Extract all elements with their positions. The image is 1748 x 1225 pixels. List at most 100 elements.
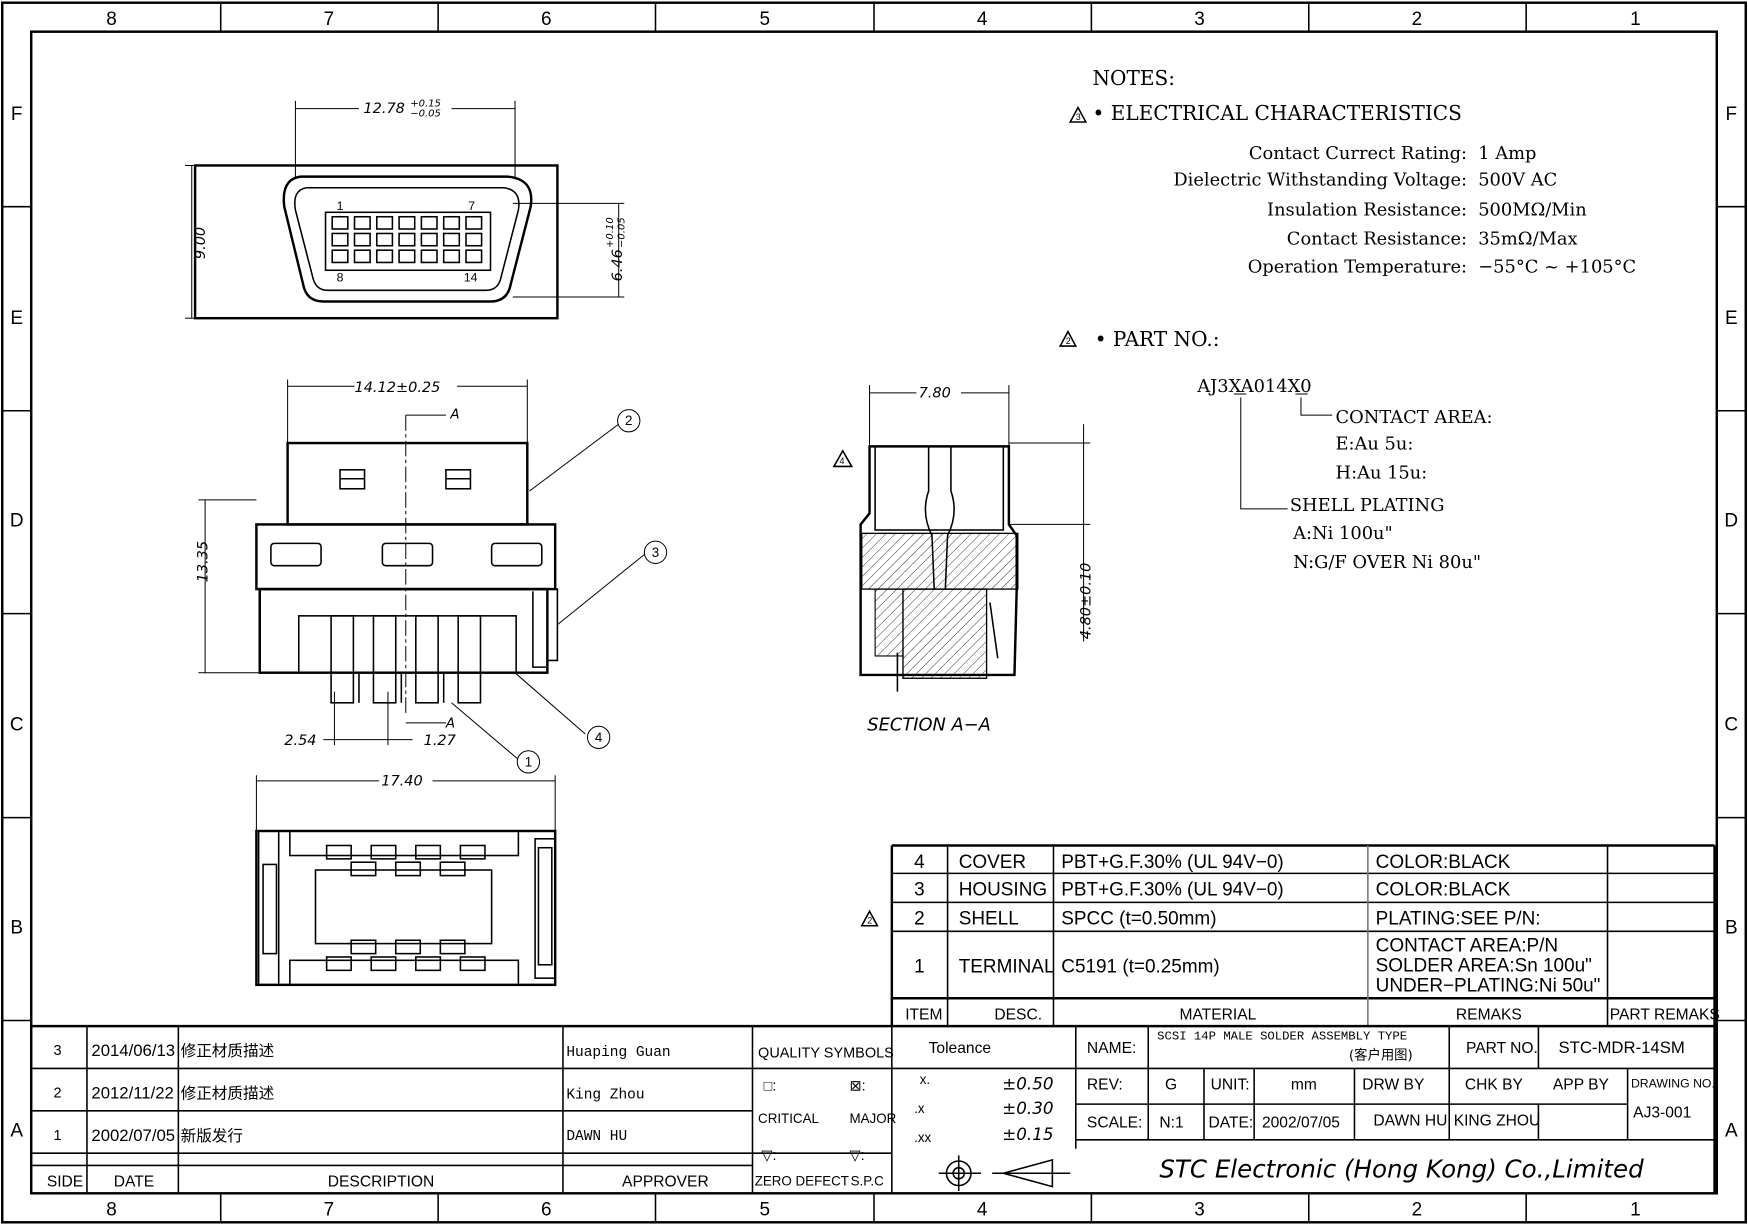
bom-remarks: UNDER−PLATING:Ni 50u" bbox=[1376, 976, 1601, 997]
pin-cell bbox=[442, 249, 461, 264]
dim-front-inner-height: 6.46 bbox=[610, 249, 626, 281]
zone-col-label: 7 bbox=[324, 1200, 335, 1221]
spec-label: Contact Currect Rating: bbox=[1249, 143, 1467, 164]
shell-plating-line: N:G/F OVER Ni 80u" bbox=[1293, 552, 1481, 573]
spec-label: Dielectric Withstanding Voltage: bbox=[1173, 170, 1467, 191]
bom-material: C5191 (t=0.25mm) bbox=[1061, 957, 1219, 978]
contact-area-line: CONTACT AREA: bbox=[1336, 407, 1493, 428]
date-value: 2002/07/05 bbox=[1262, 1115, 1340, 1132]
terminal-slot bbox=[350, 939, 377, 955]
zone-col-label: 4 bbox=[977, 9, 988, 30]
bom-header: REMAKS bbox=[1456, 1006, 1522, 1023]
rev-date: 2014/06/13 bbox=[91, 1041, 175, 1060]
app-by-label: APP BY bbox=[1553, 1077, 1610, 1094]
date-label: DATE: bbox=[1208, 1115, 1253, 1132]
quality-spc: S.P.C bbox=[851, 1174, 885, 1189]
revision-mark: 4 bbox=[839, 456, 844, 466]
bom-item: 1 bbox=[914, 957, 925, 978]
zone-row-label: A bbox=[10, 1120, 23, 1141]
terminal-slot bbox=[370, 956, 397, 972]
title-block: 3 2 1 2014/06/13 2012/11/22 2002/07/05 修… bbox=[31, 845, 1716, 1194]
bom-material: PBT+G.F.30% (UL 94V−0) bbox=[1061, 852, 1283, 873]
unit-value: mm bbox=[1291, 1077, 1317, 1094]
zone-col-label: 6 bbox=[541, 9, 552, 30]
chk-by: KING ZHOU bbox=[1454, 1112, 1541, 1129]
drw-by: DAWN HU bbox=[1373, 1112, 1447, 1129]
dim-pitch-b: 1.27 bbox=[424, 733, 457, 749]
zone-row-label: F bbox=[1725, 104, 1737, 125]
drawing-no-label: DRAWING NO. bbox=[1631, 1076, 1715, 1090]
pin-label: 14 bbox=[464, 270, 478, 284]
dim-tol: −0.05 bbox=[616, 217, 627, 248]
pin-cell bbox=[398, 232, 416, 247]
contact-area-line: H:Au 15u: bbox=[1336, 463, 1428, 484]
rev-side: 3 bbox=[54, 1043, 62, 1059]
zone-col-label: 7 bbox=[324, 9, 335, 30]
terminal-slot bbox=[370, 844, 397, 860]
pin-cell bbox=[442, 215, 461, 230]
zone-col-label: 8 bbox=[106, 9, 117, 30]
section-marker: A bbox=[445, 716, 455, 731]
pin-grid bbox=[331, 215, 483, 264]
revision-mark: 2 bbox=[867, 916, 872, 926]
terminal-slot bbox=[459, 844, 486, 860]
pin-cell bbox=[331, 249, 349, 264]
part-heading: • PART NO.: bbox=[1095, 327, 1220, 351]
rev-date: 2012/11/22 bbox=[91, 1084, 173, 1103]
terminal-slot bbox=[350, 861, 377, 877]
rev-value: G bbox=[1165, 1077, 1177, 1094]
rev-header: APPROVER bbox=[622, 1174, 709, 1191]
spec-value: 1 Amp bbox=[1478, 143, 1536, 164]
electrical-heading: • ELECTRICAL CHARACTERISTICS bbox=[1093, 101, 1462, 125]
quality-symbol: ▽: bbox=[849, 1148, 864, 1164]
tolerance-label: x. bbox=[920, 1072, 930, 1087]
scale-value: N:1 bbox=[1159, 1115, 1183, 1132]
quality-title: QUALITY SYMBOLS bbox=[758, 1045, 894, 1061]
company-name: STC Electronic (Hong Kong) Co.,Limited bbox=[1159, 1155, 1644, 1184]
unit-label: UNIT: bbox=[1211, 1077, 1250, 1094]
bom-material: SPCC (t=0.50mm) bbox=[1061, 909, 1216, 930]
dim-tol: +0.10 bbox=[605, 217, 616, 248]
part-no-label: PART NO. bbox=[1466, 1040, 1538, 1057]
balloon-3: 3 bbox=[652, 545, 659, 560]
rev-description: 修正材质描述 bbox=[181, 1085, 275, 1103]
bom-remarks: COLOR:BLACK bbox=[1376, 880, 1511, 901]
pin-cell bbox=[398, 249, 416, 264]
bom-remarks: COLOR:BLACK bbox=[1376, 852, 1511, 873]
balloon-2: 2 bbox=[625, 413, 632, 428]
dim-tol: +0.15 bbox=[410, 98, 441, 109]
chk-by-label: CHK BY bbox=[1465, 1077, 1524, 1094]
terminal-slot bbox=[415, 956, 442, 972]
bom-desc: TERMINAL bbox=[959, 957, 1055, 978]
zone-col-label: 8 bbox=[106, 1200, 117, 1221]
bom-material: PBT+G.F.30% (UL 94V−0) bbox=[1061, 880, 1283, 901]
rev-date: 2002/07/05 bbox=[91, 1126, 175, 1145]
name-label: NAME: bbox=[1087, 1040, 1136, 1057]
zone-col-label: 5 bbox=[759, 9, 770, 30]
dim-front-width: 12.78 bbox=[363, 101, 404, 117]
notes-title: NOTES: bbox=[1093, 66, 1175, 90]
pin-cell bbox=[331, 215, 349, 230]
bom-header: ITEM bbox=[905, 1006, 942, 1023]
zone-row-label: A bbox=[1725, 1120, 1738, 1141]
tolerance-title: Toleance bbox=[929, 1040, 991, 1057]
bom-item: 4 bbox=[914, 852, 925, 873]
dim-bottom-width: 17.40 bbox=[381, 773, 422, 789]
pin-label: 7 bbox=[468, 199, 475, 213]
shell-plating-line: SHELL PLATING bbox=[1290, 495, 1445, 516]
dim-section-height: 4.80±0.10 bbox=[1078, 563, 1094, 640]
dim-section-width: 7.80 bbox=[919, 385, 951, 401]
rev-description: 修正材质描述 bbox=[181, 1042, 275, 1060]
zone-row-label: D bbox=[10, 511, 24, 532]
pin-cell bbox=[353, 232, 371, 247]
bom-header: MATERIAL bbox=[1179, 1006, 1256, 1023]
bom-remarks: CONTACT AREA:P/N bbox=[1376, 935, 1558, 956]
pin-cell bbox=[398, 215, 416, 230]
bom-item: 3 bbox=[914, 880, 925, 901]
zone-row-label: C bbox=[10, 715, 24, 736]
rev-header: SIDE bbox=[47, 1174, 83, 1191]
dim-side-width: 14.12±0.25 bbox=[355, 380, 441, 396]
pin-cell bbox=[331, 232, 349, 247]
zone-col-label: 1 bbox=[1630, 9, 1641, 30]
zone-row-label: E bbox=[10, 308, 23, 329]
